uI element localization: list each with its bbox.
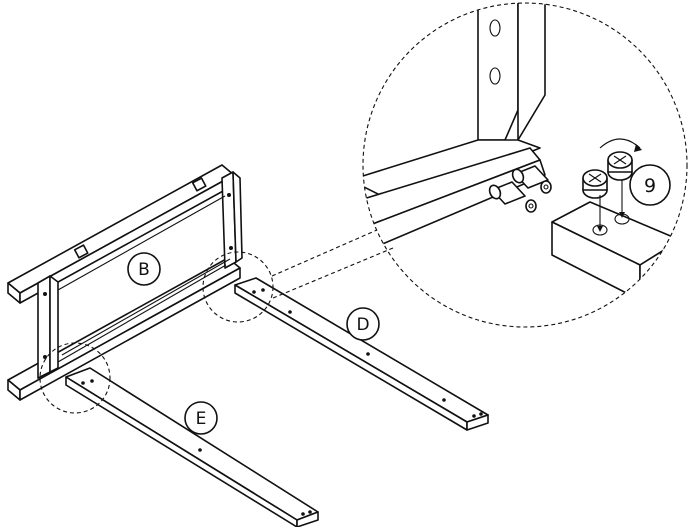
- label-e: E: [184, 401, 218, 435]
- label-d-text: D: [356, 315, 369, 335]
- label-e-text: E: [196, 409, 207, 429]
- zoom-detail: [362, 2, 688, 328]
- label-step: 9: [629, 164, 671, 206]
- cam-lock-2: [599, 138, 642, 218]
- panel-b: [7, 164, 243, 401]
- label-d: D: [346, 307, 380, 341]
- step-number: 9: [644, 175, 656, 197]
- rail-d: [234, 277, 489, 431]
- leader-line-lower: [272, 247, 394, 299]
- leader-line-upper: [271, 225, 387, 277]
- dowel-1: [511, 165, 552, 194]
- detail-circle-upper: [202, 251, 274, 323]
- dowel-2: [488, 181, 537, 213]
- label-b: B: [127, 252, 161, 286]
- detail-circle-lower: [39, 342, 111, 414]
- label-b-text: B: [138, 260, 150, 280]
- cam-lock-1: [582, 169, 608, 232]
- rail-e: [65, 367, 319, 527]
- zoom-circle: [362, 2, 688, 328]
